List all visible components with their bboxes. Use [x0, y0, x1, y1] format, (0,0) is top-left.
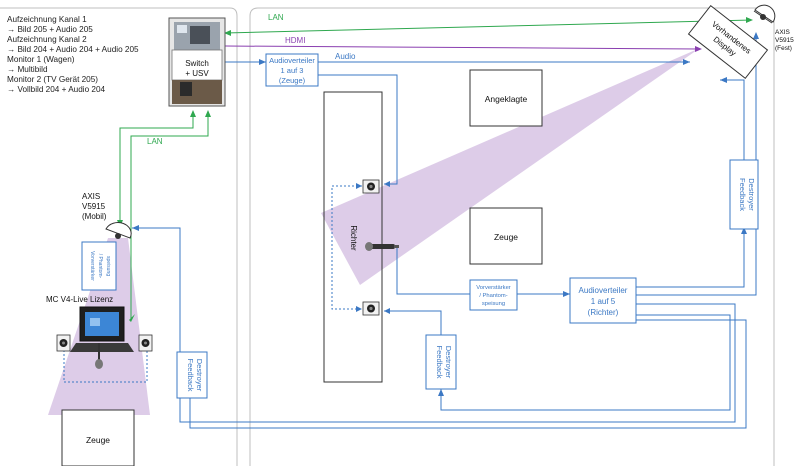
lan-left-label: LAN	[147, 137, 163, 146]
audio-arrow-feedback-mid	[438, 389, 444, 396]
audioverteiler-richter[interactable]: Audioverteiler 1 auf 5 (Richter)	[569, 277, 637, 324]
lan-top-label: LAN	[268, 13, 284, 22]
audio-arrow-feedback-right	[741, 227, 747, 234]
dotted-speaker-link-left	[63, 350, 148, 383]
note-line: Aufzeichnung Kanal 2	[7, 35, 87, 44]
vorverstaerker-left[interactable]: Vorverstärker / Phantom- speisung	[81, 241, 117, 291]
audio-arrow-display	[720, 77, 727, 83]
richter-table[interactable]: Richter	[323, 91, 383, 383]
camera-mobil-line1: AXIS	[82, 192, 100, 201]
mc-license-label: MC V4-Live Lizenz	[46, 295, 113, 304]
audioverteiler-zeuge[interactable]: Audioverteiler 1 auf 3 (Zeuge)	[265, 53, 319, 87]
audioverteiler-zeuge-ratio: 1 auf 3	[281, 66, 304, 75]
zeuge-left-box[interactable]: Zeuge	[61, 409, 135, 466]
usv-label: + USV	[185, 69, 209, 78]
audio-arrow-verteiler-zeuge	[259, 59, 266, 65]
vorverstaerker-left-line2: / Phantom-	[97, 254, 103, 279]
dotted-arrow-top	[356, 183, 362, 189]
speaker-icon	[362, 179, 380, 194]
hdmi-line	[224, 45, 701, 50]
vorverstaerker-right[interactable]: Vorverstärker / Phantom- speisung	[469, 279, 518, 311]
recording-notes: Aufzeichnung Kanal 1 → Bild 205 + Audio …	[7, 15, 139, 94]
audioverteiler-zeuge-role: (Zeuge)	[279, 76, 306, 85]
lan-lines	[119, 19, 753, 320]
angeklagte-label: Angeklagte	[485, 94, 528, 104]
audio-arrow-speaker-top	[384, 181, 390, 187]
audioverteiler-richter-role: (Richter)	[588, 308, 619, 317]
camera-fest-line1: AXIS	[775, 29, 790, 36]
vorverstaerker-right-line2: / Phantom-	[479, 293, 507, 299]
speaker-icon	[138, 334, 153, 352]
speaker-icon	[362, 301, 380, 316]
note-line: Monitor 1 (Wagen)	[7, 55, 75, 64]
audio-arrow-audio-line	[683, 59, 690, 65]
hdmi-arrow	[695, 46, 702, 52]
microphone-icon	[95, 343, 103, 369]
vorverstaerker-left-line3: speisung	[105, 256, 111, 276]
feedback-mid-line1: Feedback	[435, 346, 444, 379]
zeuge-room-label: Zeuge	[494, 232, 518, 242]
lan-arrow-monitor	[129, 314, 135, 322]
note-line: → Bild 204 + Audio 204 + Audio 205	[7, 45, 139, 54]
lan-arrow-camera	[746, 17, 753, 23]
dotted-speaker-link-right	[331, 185, 362, 310]
hdmi-label: HDMI	[285, 36, 305, 45]
vorverstaerker-right-title: Vorverstärker	[476, 285, 511, 291]
richter-label: Richter	[349, 225, 358, 251]
audioverteiler-zeuge-title: Audioverteiler	[269, 56, 315, 65]
camera-dome-icon	[105, 222, 132, 239]
feedback-left-line1: Feedback	[186, 359, 195, 392]
note-line: Monitor 2 (TV Gerät 205)	[7, 75, 98, 84]
camera-dome-icon	[753, 4, 776, 24]
note-line: → Vollbild 204 + Audio 204	[7, 85, 106, 94]
audio-label: Audio	[335, 52, 356, 61]
laptop-icon[interactable]	[70, 306, 134, 352]
zeuge-left-label: Zeuge	[86, 435, 110, 445]
feedback-destroyer-mid[interactable]: Feedback Destroyer	[425, 334, 457, 390]
camera-mobil-line3: (Mobil)	[82, 212, 107, 221]
switch-usv-device[interactable]: Switch + USV	[168, 17, 226, 107]
audio-arrow-verteiler	[563, 291, 570, 297]
lan-arrow-up-2	[205, 110, 211, 117]
display-view-cone	[321, 48, 700, 285]
feedback-left-line2: Destroyer	[195, 359, 204, 392]
lan-arrow-switch	[224, 30, 231, 36]
audioverteiler-richter-ratio: 1 auf 5	[591, 297, 616, 306]
speaker-icon	[56, 334, 71, 352]
vorverstaerker-right-line3: speisung	[482, 301, 505, 307]
camera-fest-line2: V5915	[775, 37, 794, 44]
note-line: → Bild 205 + Audio 205	[7, 25, 93, 34]
feedback-right-line1: Feedback	[738, 178, 747, 211]
vorverstaerker-left-title: Vorverstärker	[89, 251, 95, 281]
zeuge-room-box[interactable]: Zeuge	[469, 207, 543, 265]
audio-arrow-camera-mobil	[132, 225, 139, 231]
audio-arrow-speaker-bottom	[384, 308, 390, 314]
note-line: Aufzeichnung Kanal 1	[7, 15, 87, 24]
note-line: → Multibild	[7, 65, 48, 74]
audioverteiler-richter-title: Audioverteiler	[579, 286, 628, 295]
feedback-right-line2: Destroyer	[747, 178, 756, 211]
lan-arrow-up-1	[190, 110, 196, 117]
feedback-destroyer-right[interactable]: Feedback Destroyer	[729, 159, 759, 230]
microphone-icon	[365, 242, 399, 251]
angeklagte-box[interactable]: Angeklagte	[469, 69, 543, 127]
left-room-frame	[0, 7, 238, 466]
dotted-arrow-bottom	[356, 306, 362, 312]
audio-arrow-camera-fest	[753, 32, 759, 39]
vorhandenes-display[interactable]: Vorhandenes Display	[687, 4, 769, 80]
feedback-destroyer-left[interactable]: Feedback Destroyer	[176, 351, 208, 399]
camera-mobil-line2: V5915	[82, 202, 106, 211]
camera-fest-line3: (Fest)	[775, 45, 792, 52]
feedback-mid-line2: Destroyer	[444, 346, 453, 379]
switch-label: Switch	[185, 59, 209, 68]
